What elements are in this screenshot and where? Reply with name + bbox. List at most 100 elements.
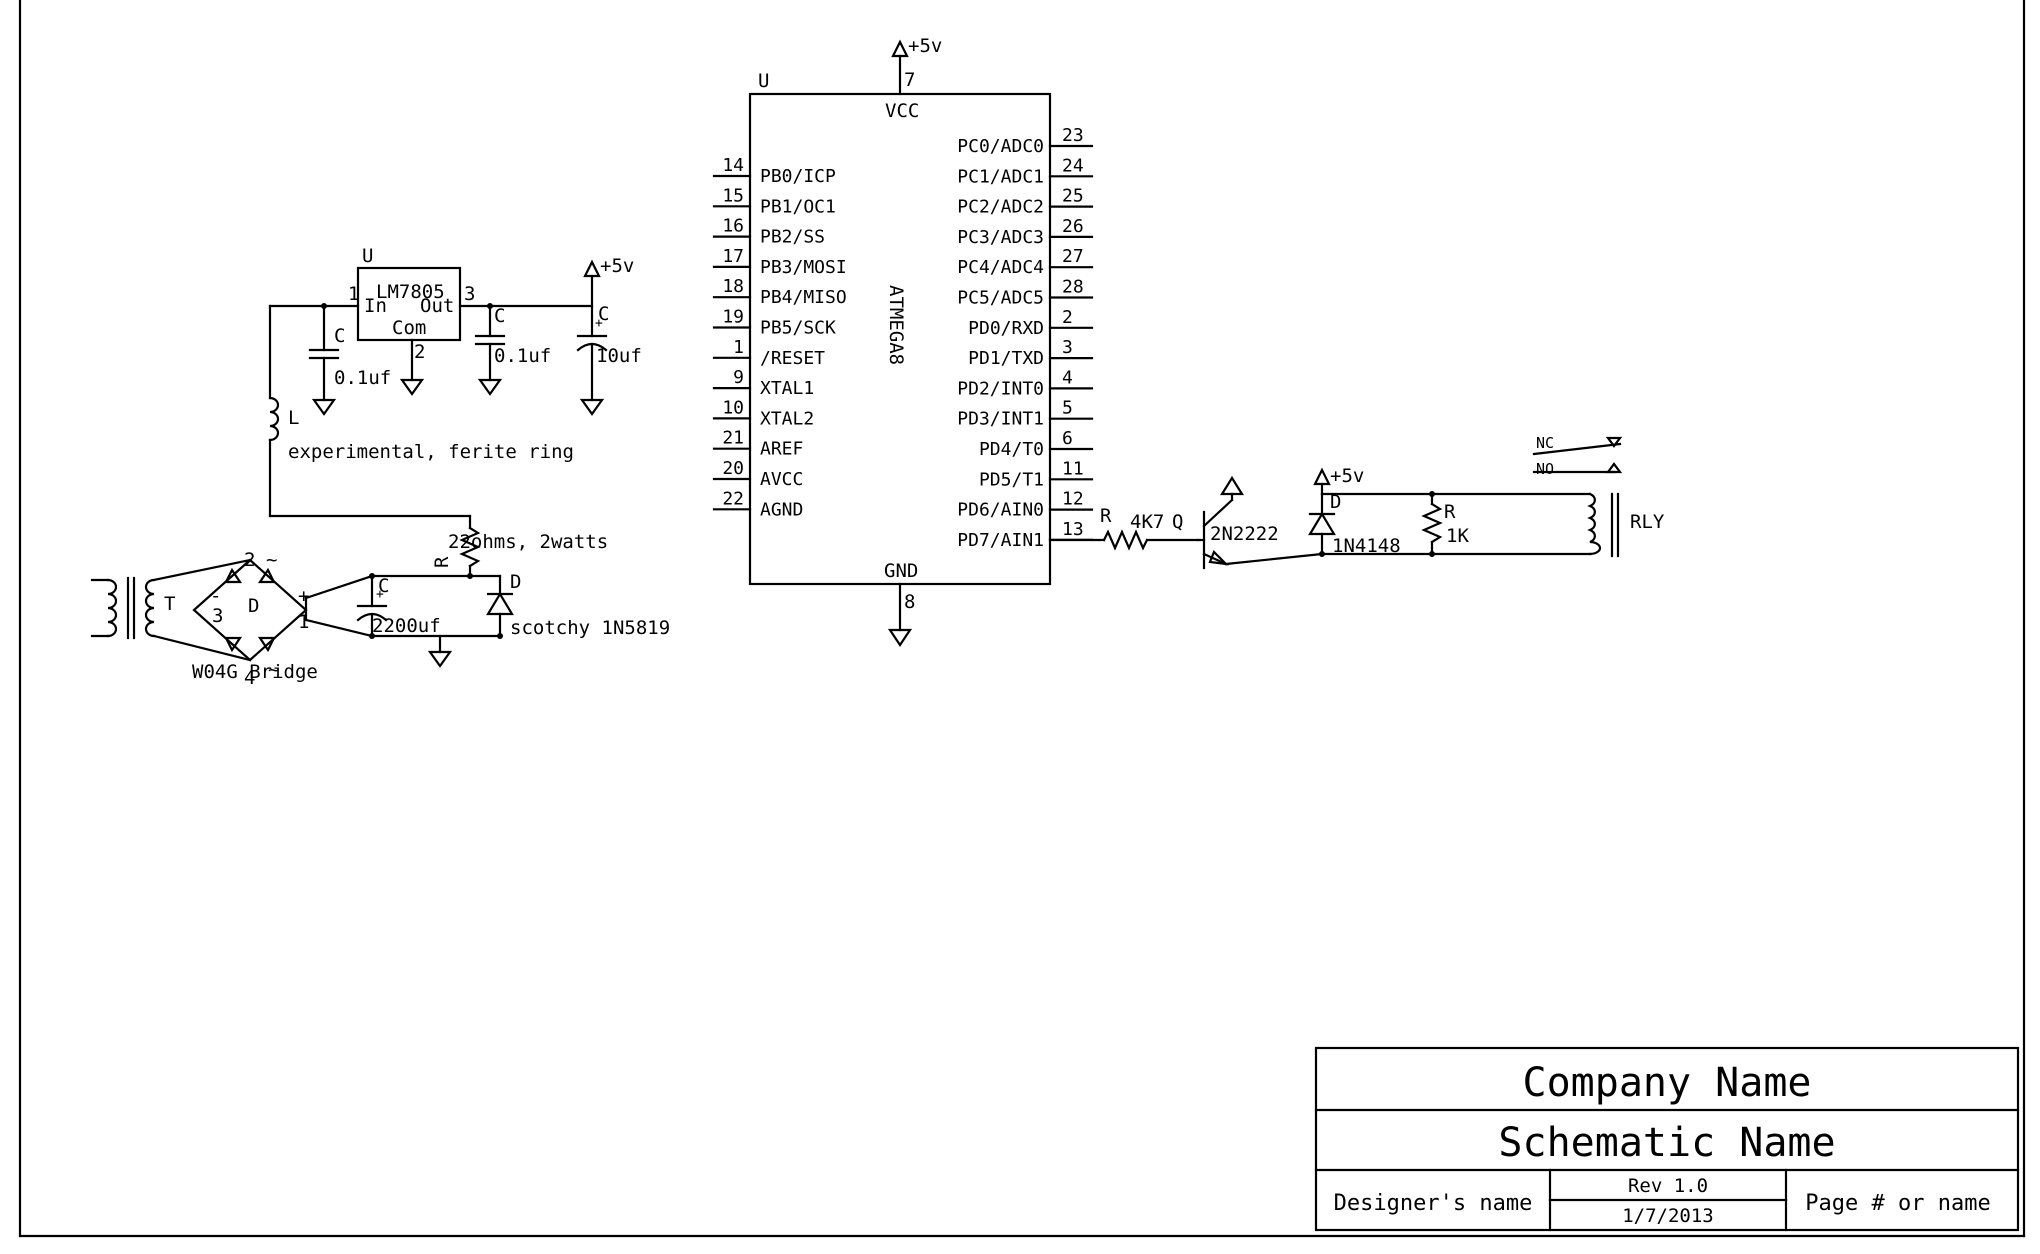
revision: Rev 1.0 <box>1628 1175 1708 1197</box>
bridge-pin-2: 2 <box>244 549 255 571</box>
relay-nc-label: NC <box>1536 434 1554 452</box>
mcu-right-pins: 23PC0/ADC024PC1/ADC125PC2/ADC226PC3/ADC3… <box>957 125 1094 551</box>
junction-dot <box>1319 551 1325 557</box>
regulator-pin-com: 2 <box>414 341 425 363</box>
flyback-diode-ref: D <box>1330 491 1341 513</box>
regulator-pin-in: 1 <box>348 283 359 305</box>
inductor-ref: L <box>288 407 299 429</box>
mcu-pin-name: PC2/ADC2 <box>957 197 1044 218</box>
regulator-out-label: Out <box>420 295 454 317</box>
bridge-ref: D <box>248 595 259 617</box>
regulator-part: LM7805 <box>376 281 445 303</box>
mcu-part-name: ATMEGA8 <box>885 285 907 365</box>
bridge-pin-3: 3 <box>212 605 223 627</box>
bridge-name: W04G Bridge <box>192 661 318 683</box>
mcu-pin-number: 26 <box>1062 216 1084 237</box>
mcu-pin-number: 12 <box>1062 489 1084 510</box>
mcu-pin-name: PC4/ADC4 <box>957 257 1044 278</box>
ground-symbol-c2 <box>477 378 503 396</box>
mcu-pin-number: 11 <box>1062 458 1084 479</box>
mcu-pin-name: PB4/MISO <box>760 287 847 308</box>
mcu-pin-name: PD3/INT1 <box>957 409 1044 430</box>
mcu-pin-number: 17 <box>722 246 744 267</box>
vcc-supply-symbol <box>891 39 909 58</box>
mcu-pin-name: PC0/ADC0 <box>957 136 1044 157</box>
mcu-gnd-pin-number: 8 <box>904 591 915 613</box>
mcu-pin-name: PB0/ICP <box>760 166 836 187</box>
relay-resistor-ref: R <box>1444 501 1456 523</box>
drawing-frame <box>18 0 2026 1238</box>
mcu-pin-number: 15 <box>722 185 744 206</box>
mcu-pin-number: 6 <box>1062 428 1073 449</box>
mcu-pin-name: /RESET <box>760 348 825 369</box>
mcu-pin-name: PC3/ADC3 <box>957 227 1044 248</box>
mcu-pin-name: PC5/ADC5 <box>957 288 1044 309</box>
mcu-pin-number: 1 <box>733 337 744 358</box>
capacitor-c2-value: 0.1uf <box>494 345 551 367</box>
mcu-pin-name: PD2/INT0 <box>957 378 1044 399</box>
page-name: Page # or name <box>1805 1191 1990 1216</box>
bridge-plus: + <box>298 585 309 607</box>
ground-symbol-regulator <box>399 378 425 396</box>
inductor-note: experimental, ferite ring <box>288 441 574 463</box>
mcu-pin-number: 20 <box>722 458 744 479</box>
mcu-pin-name: AREF <box>760 439 803 460</box>
mcu-pin-name: PD5/T1 <box>979 469 1044 490</box>
capacitor-c2-ref: C <box>494 305 505 327</box>
regulator-in-label: In <box>364 295 387 317</box>
voltage-regulator <box>356 266 462 342</box>
flyback-diode-part: 1N4148 <box>1332 535 1401 557</box>
schottky-value: scotchy 1N5819 <box>510 617 670 639</box>
capacitor-c4-value: 2200uf <box>372 615 441 637</box>
date: 1/7/2013 <box>1622 1205 1714 1227</box>
mcu-pin-number: 10 <box>722 397 744 418</box>
mcu-pin-number: 9 <box>733 367 744 388</box>
capacitor-c1-value: 0.1uf <box>334 367 391 389</box>
mcu-pin-number: 4 <box>1062 367 1073 388</box>
bridge-pin-1: 1 <box>298 611 309 633</box>
mcu-pin-name: PD4/T0 <box>979 439 1044 460</box>
series-resistor-ref: R <box>431 556 453 568</box>
capacitor-c1-ref: C <box>334 325 345 347</box>
mcu-ground-symbol <box>887 628 913 647</box>
mcu-pin-name: PB1/OC1 <box>760 196 836 217</box>
transformer-symbol <box>90 558 252 662</box>
regulator-com-label: Com <box>392 317 426 339</box>
power-supply: U LM7805 In Out Com 1 3 2 C 0.1uf C 0.1u… <box>90 245 670 689</box>
mcu-supply-label: +5v <box>908 35 942 57</box>
mcu-pin-name: PD0/RXD <box>968 318 1044 339</box>
mcu-pin-number: 3 <box>1062 337 1073 358</box>
relay-coil-symbol <box>1587 492 1602 556</box>
relay-resistor-symbol <box>1421 502 1443 544</box>
mcu-pin-name: AGND <box>760 499 803 520</box>
schematic-name: Schematic Name <box>1498 1120 1835 1166</box>
microcontroller-atmega8: U VCC GND ATMEGA8 +5v 7 8 14PB0/ICP15PB1… <box>712 35 1094 647</box>
mcu-ref: U <box>758 70 769 92</box>
mcu-gnd-label: GND <box>884 560 918 582</box>
bridge-ac-2: ~ <box>268 659 279 681</box>
svg-text:+: + <box>376 587 384 602</box>
mcu-pin-name: PD1/TXD <box>968 348 1044 369</box>
mcu-pin-name: PD6/AIN0 <box>957 500 1044 521</box>
inductor-symbol <box>268 396 280 442</box>
mcu-pin-name: AVCC <box>760 469 803 490</box>
capacitor-c3-ref: C <box>598 303 609 325</box>
regulator-ref: U <box>362 245 373 267</box>
transistor-part: 2N2222 <box>1210 523 1279 545</box>
relay-supply-label: +5v <box>1330 465 1364 487</box>
mcu-pin-number: 13 <box>1062 519 1084 540</box>
junction-dot <box>497 633 503 639</box>
capacitor-c4-ref: C <box>378 575 389 597</box>
svg-text:+: + <box>595 316 603 331</box>
relay-ref: RLY <box>1630 511 1665 533</box>
ground-symbol-c3 <box>579 398 605 416</box>
transistor-ref: Q <box>1172 511 1183 533</box>
mcu-pin-number: 16 <box>722 216 744 237</box>
collector-supply-symbol <box>1220 475 1244 496</box>
bridge-minus: - <box>210 585 221 607</box>
title-block: Company Name Schematic Name Designer's n… <box>1314 1046 2020 1232</box>
relay-supply-symbol <box>1313 467 1331 486</box>
mcu-pin-name: PC1/ADC1 <box>957 166 1044 187</box>
base-resistor-ref: R <box>1100 505 1112 527</box>
transformer-ref: T <box>164 593 175 615</box>
